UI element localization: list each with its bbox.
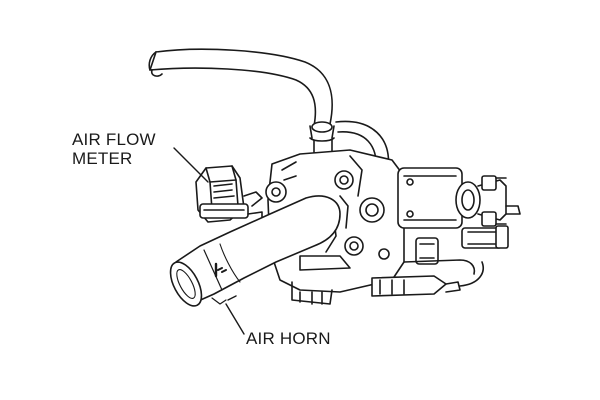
upper-hose bbox=[148, 48, 335, 142]
leader-air-horn bbox=[225, 303, 245, 335]
label-air-horn: AIR HORN bbox=[246, 329, 331, 348]
lower-sensor bbox=[371, 237, 484, 297]
label-air-flow-meter-line1: AIR FLOW bbox=[72, 130, 156, 149]
label-air-flow-meter-line2: METER bbox=[72, 149, 133, 168]
leader-air-flow-meter bbox=[173, 147, 209, 183]
air-horn-tube bbox=[169, 195, 341, 307]
actuator-assembly bbox=[397, 167, 521, 249]
air-flow-meter-body bbox=[195, 165, 263, 223]
